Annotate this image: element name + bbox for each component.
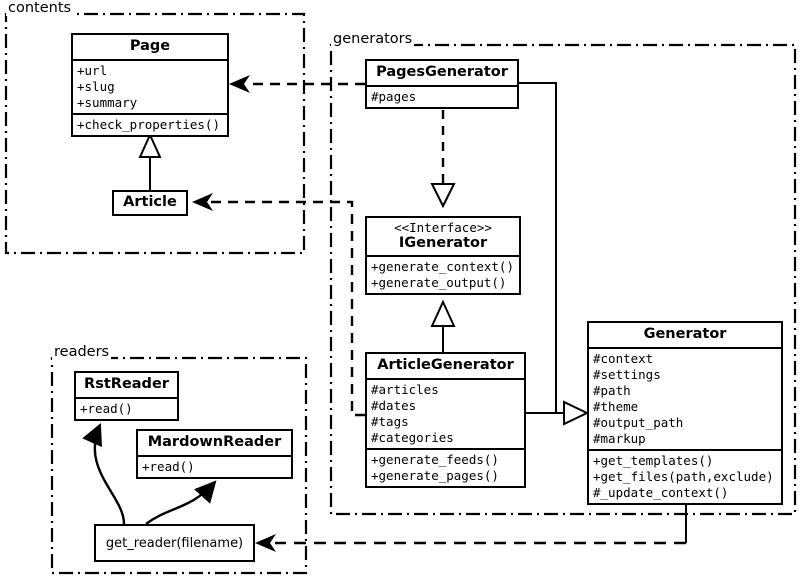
- attribute-tags: #tags: [371, 413, 409, 429]
- class-mardown-reader[interactable]: MardownReader +read(): [136, 429, 293, 479]
- attribute-categories: #categories: [371, 429, 454, 445]
- method-generate-context: +generate_context(): [371, 259, 514, 275]
- method-generate-output: +generate_output(): [371, 275, 507, 291]
- class-generator-attributes: #context #settings #path #theme #output_…: [589, 346, 781, 449]
- attribute-settings: #settings: [593, 366, 661, 382]
- method-generate-pages: +generate_pages(): [371, 467, 499, 483]
- method-read: +read(): [142, 458, 195, 474]
- attribute-url: +url: [77, 62, 108, 78]
- class-page-methods: +check_properties(): [73, 112, 227, 135]
- package-frame-generators: [329, 43, 797, 516]
- class-page[interactable]: Page +url +slug +summary +check_properti…: [71, 33, 229, 137]
- attribute-dates: #dates: [371, 397, 417, 413]
- method-update-context: #_update_context(): [593, 484, 729, 500]
- attribute-path: #path: [593, 382, 631, 398]
- connector-articlegenerator-depends-article: [192, 193, 365, 417]
- method-get-files: +get_files(path,exclude): [593, 468, 774, 484]
- class-generator-methods: +get_templates() +get_files(path,exclude…: [589, 448, 781, 503]
- connector-generator-depends-getreader: [255, 501, 687, 552]
- package-label-readers: readers: [52, 344, 112, 360]
- class-article-generator[interactable]: ArticleGenerator #articles #dates #tags …: [365, 352, 526, 488]
- class-igenerator[interactable]: <<Interface>> IGenerator +generate_conte…: [365, 216, 521, 296]
- package-label-generators: generators: [331, 31, 415, 47]
- connector-articlegenerator-inherits-generator: [526, 400, 590, 426]
- class-pages-generator[interactable]: PagesGenerator #pages: [365, 59, 519, 109]
- class-rst-reader[interactable]: RstReader +read(): [74, 371, 179, 421]
- method-read: +read(): [80, 400, 133, 416]
- class-page-title: Page: [129, 38, 171, 54]
- class-pages-generator-attributes: #pages: [367, 84, 517, 107]
- method-generate-feeds: +generate_feeds(): [371, 451, 499, 467]
- method-check-properties: +check_properties(): [77, 116, 220, 132]
- class-article-title: Article: [123, 194, 177, 210]
- connector-getreader-creates-mardownreader: [145, 480, 217, 525]
- class-page-attributes: +url +slug +summary: [73, 58, 227, 113]
- package-frame-contents: [4, 12, 306, 255]
- connector-articlegenerator-inherits-igenerator: [430, 299, 456, 352]
- class-rst-reader-title: RstReader: [84, 376, 169, 392]
- package-label-contents: contents: [6, 0, 74, 16]
- class-generator[interactable]: Generator #context #settings #path #them…: [587, 321, 783, 505]
- attribute-summary: +summary: [77, 94, 138, 110]
- attribute-context: #context: [593, 350, 654, 366]
- connector-getreader-creates-rstreader: [82, 423, 126, 525]
- connector-pagesgenerator-realizes-igenerator: [430, 110, 456, 209]
- connector-pagesgenerator-depends-page: [229, 75, 365, 93]
- class-article-generator-attributes: #articles #dates #tags #categories: [367, 377, 524, 448]
- class-igenerator-methods: +generate_context() +generate_output(): [367, 255, 519, 293]
- class-igenerator-stereotype: <<Interface>>: [394, 220, 492, 235]
- attribute-articles: #articles: [371, 381, 439, 397]
- class-article-generator-methods: +generate_feeds() +generate_pages(): [367, 447, 524, 486]
- class-mardown-reader-title: MardownReader: [147, 434, 282, 450]
- class-generator-title: Generator: [643, 326, 727, 342]
- class-pages-generator-title: PagesGenerator: [376, 64, 508, 80]
- attribute-pages: #pages: [371, 88, 417, 104]
- connector-pagesgenerator-inherits-generator: [519, 82, 557, 413]
- class-igenerator-title: IGenerator: [398, 234, 488, 251]
- class-rst-reader-methods: +read(): [76, 396, 177, 419]
- attribute-output-path: #output_path: [593, 414, 684, 430]
- class-mardown-reader-methods: +read(): [138, 454, 291, 477]
- function-get-reader[interactable]: get_reader(filename): [94, 524, 255, 562]
- connector-article-inherits-page: [138, 132, 162, 190]
- class-article[interactable]: Article: [112, 190, 188, 216]
- class-article-generator-title: ArticleGenerator: [377, 357, 514, 373]
- attribute-theme: #theme: [593, 398, 639, 414]
- attribute-markup: #markup: [593, 430, 646, 446]
- attribute-slug: +slug: [77, 78, 115, 94]
- method-get-templates: +get_templates(): [593, 452, 714, 468]
- function-get-reader-label: get_reader(filename): [105, 535, 244, 551]
